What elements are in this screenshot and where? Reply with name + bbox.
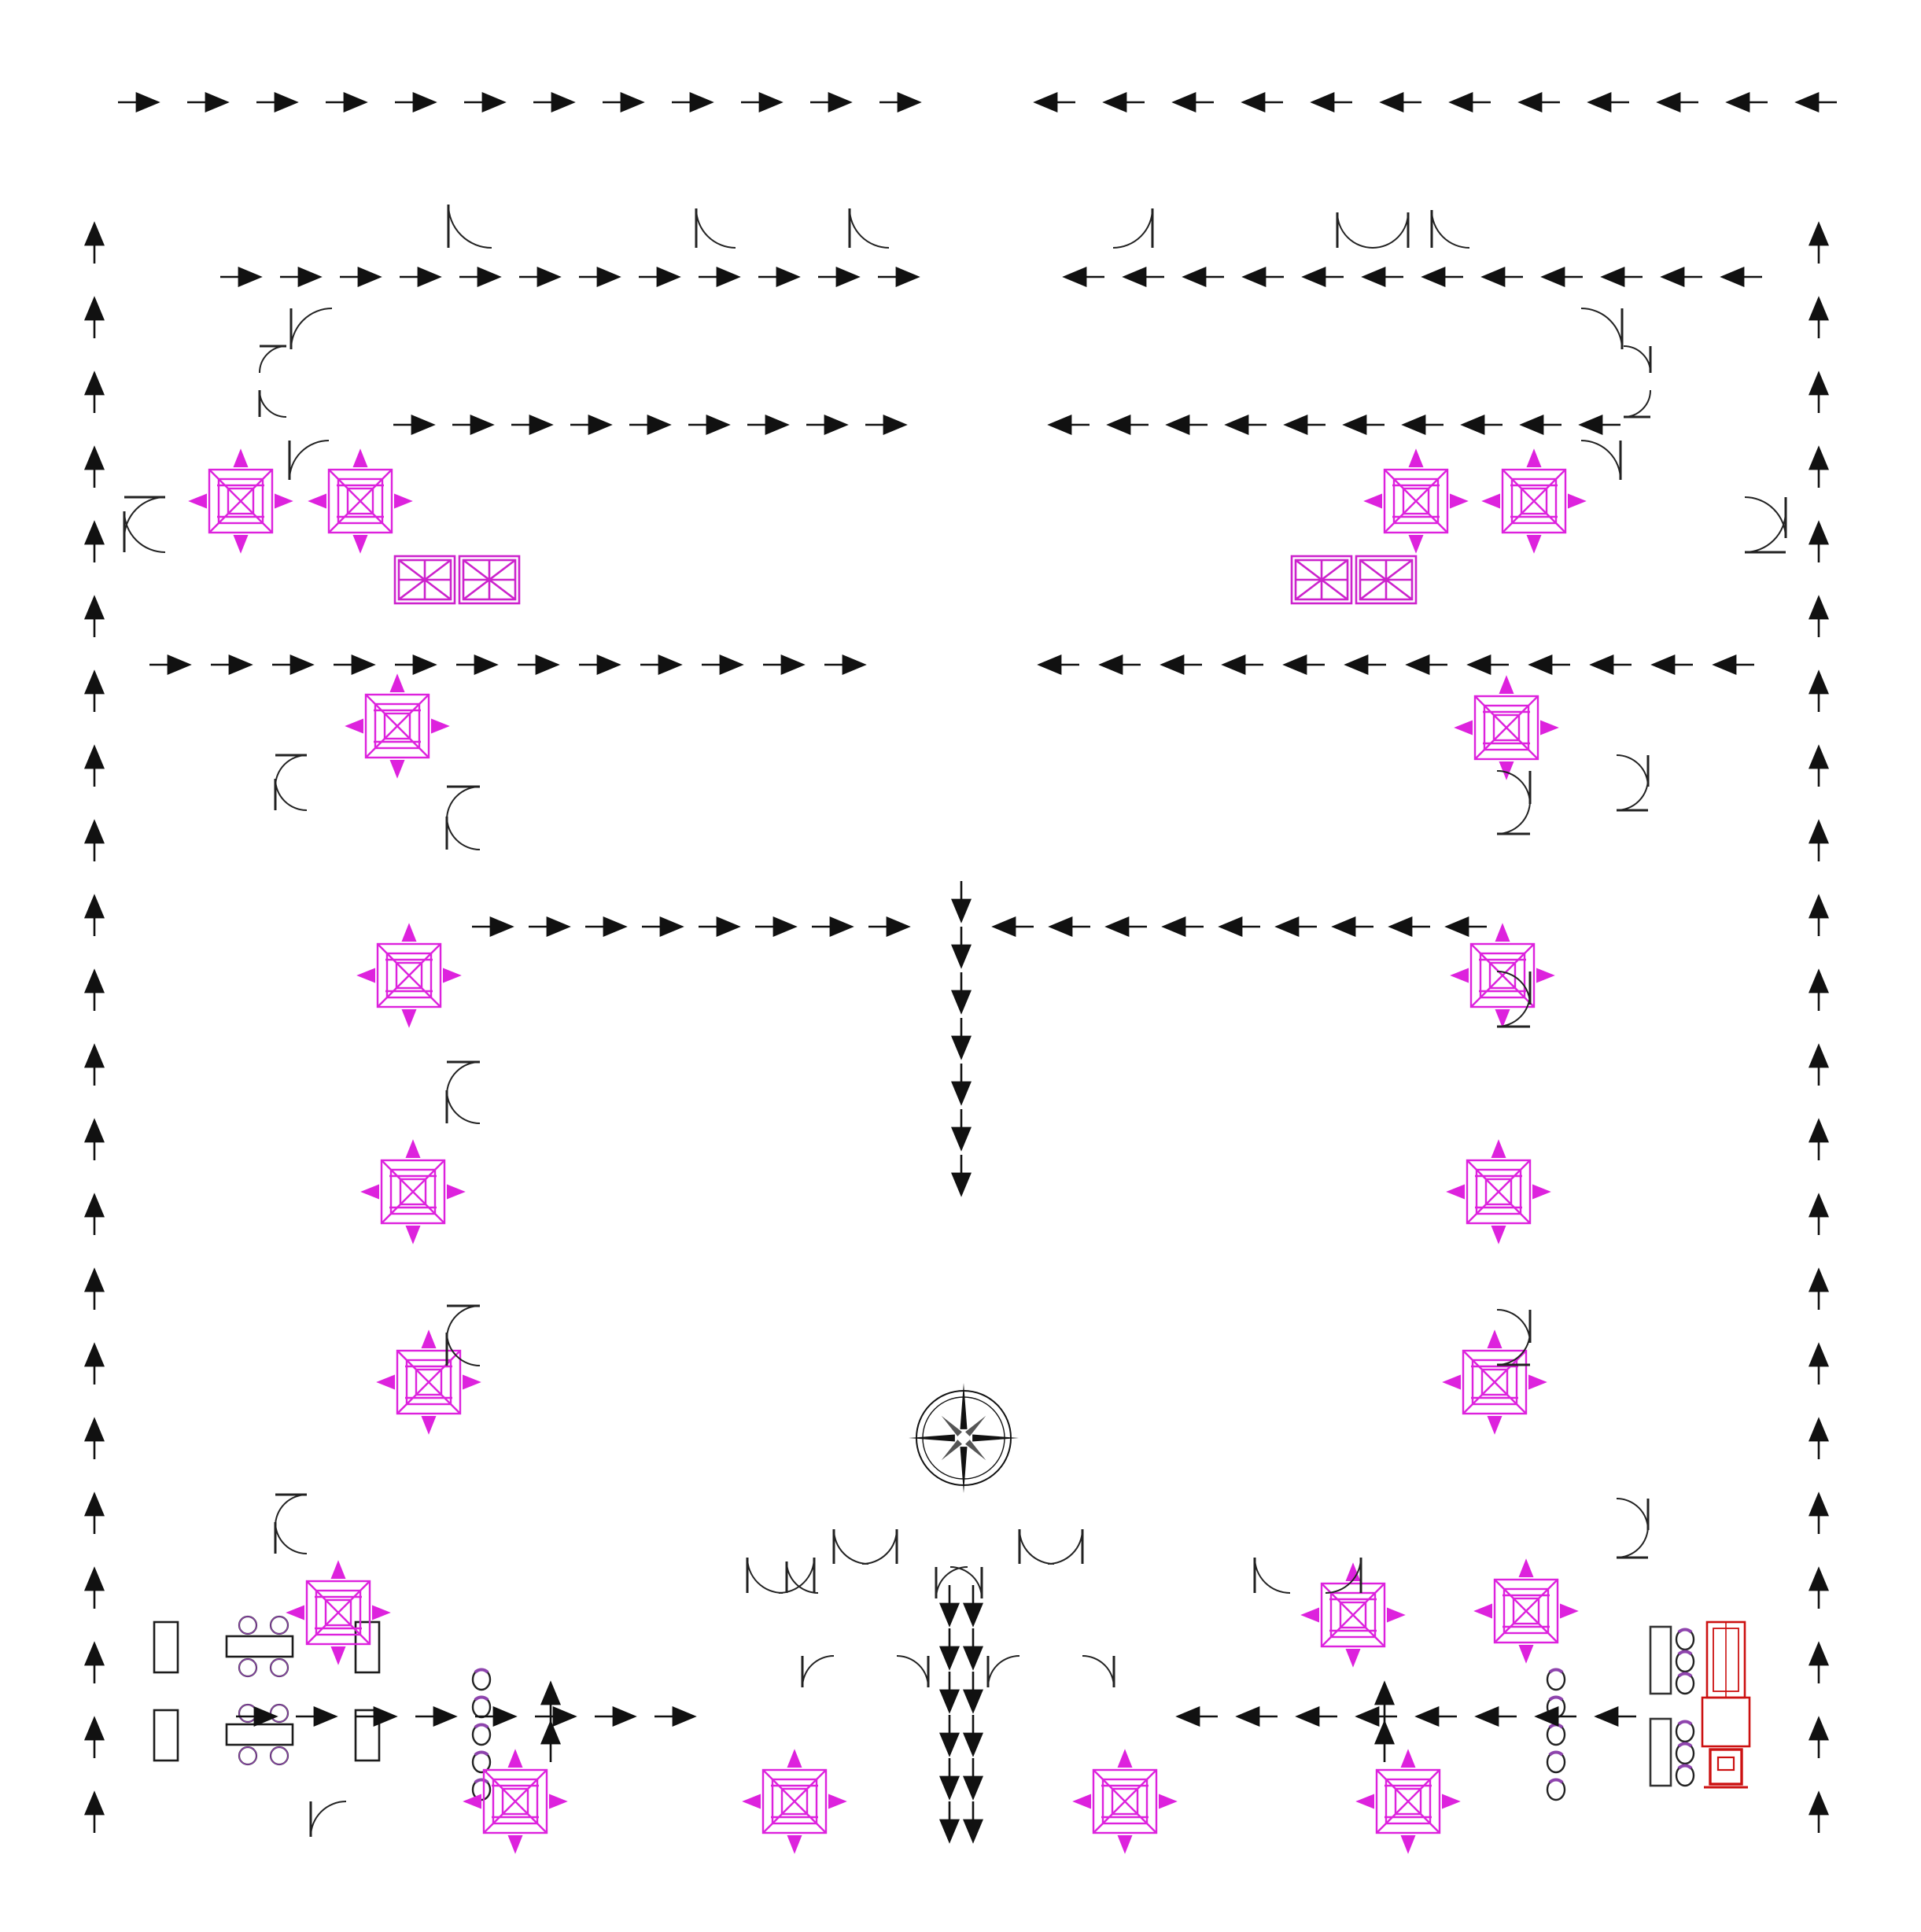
doors xyxy=(124,205,1786,1837)
highmask-lights xyxy=(192,452,1583,1850)
flow-arrows xyxy=(84,92,1837,1844)
firebrigade-room xyxy=(1649,1620,1751,1789)
medical-z-room xyxy=(153,1615,381,1766)
hanging-sound-speakers xyxy=(393,555,1418,605)
compass-rose xyxy=(909,1383,1019,1493)
